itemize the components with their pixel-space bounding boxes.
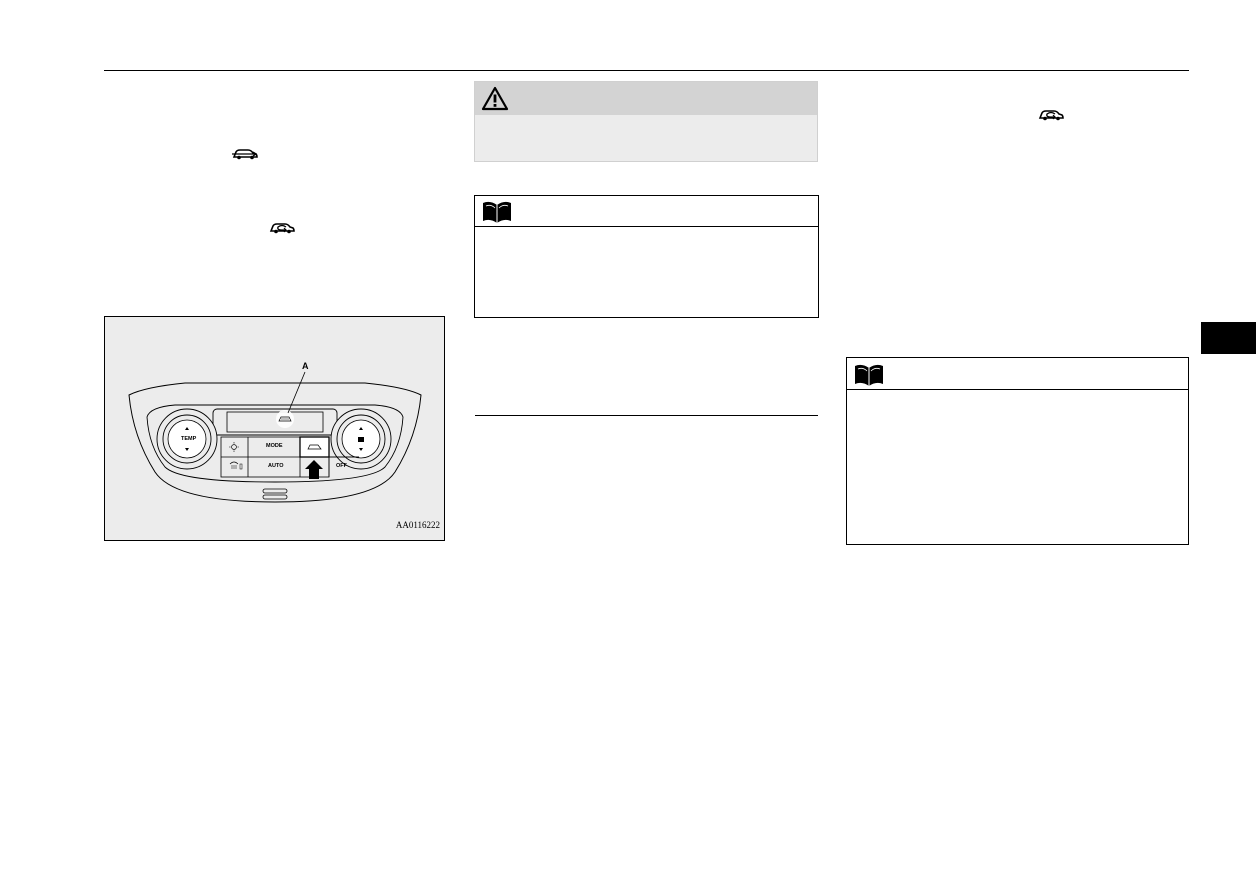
off-button-label: OFF: [336, 463, 347, 469]
open-book-icon: [855, 364, 883, 386]
note-box: [846, 357, 1189, 545]
note-header: [847, 358, 1188, 390]
note-header: [475, 196, 818, 227]
recirculation-icon: [1038, 110, 1064, 121]
figure-code: AA0116222: [395, 520, 440, 530]
section-rule: [475, 415, 818, 416]
open-book-icon: [483, 201, 511, 223]
figure-label-a: A: [302, 361, 309, 371]
auto-button-label: AUTO: [268, 463, 284, 469]
note-box: [474, 195, 819, 318]
climate-control-illustration: [128, 371, 422, 503]
warning-box: [474, 81, 818, 162]
mode-button-label: MODE: [266, 443, 283, 449]
temp-label: TEMP: [181, 436, 197, 442]
control-panel-figure: A TEMP MODE AUTO OFF AA0116222: [104, 316, 445, 541]
top-rule: [104, 70, 1189, 71]
chapter-tab: [1201, 322, 1256, 354]
recirculation-icon: [269, 223, 295, 234]
warning-triangle-icon: [481, 86, 509, 111]
warning-header: [475, 82, 817, 115]
outside-air-icon: [232, 149, 258, 160]
